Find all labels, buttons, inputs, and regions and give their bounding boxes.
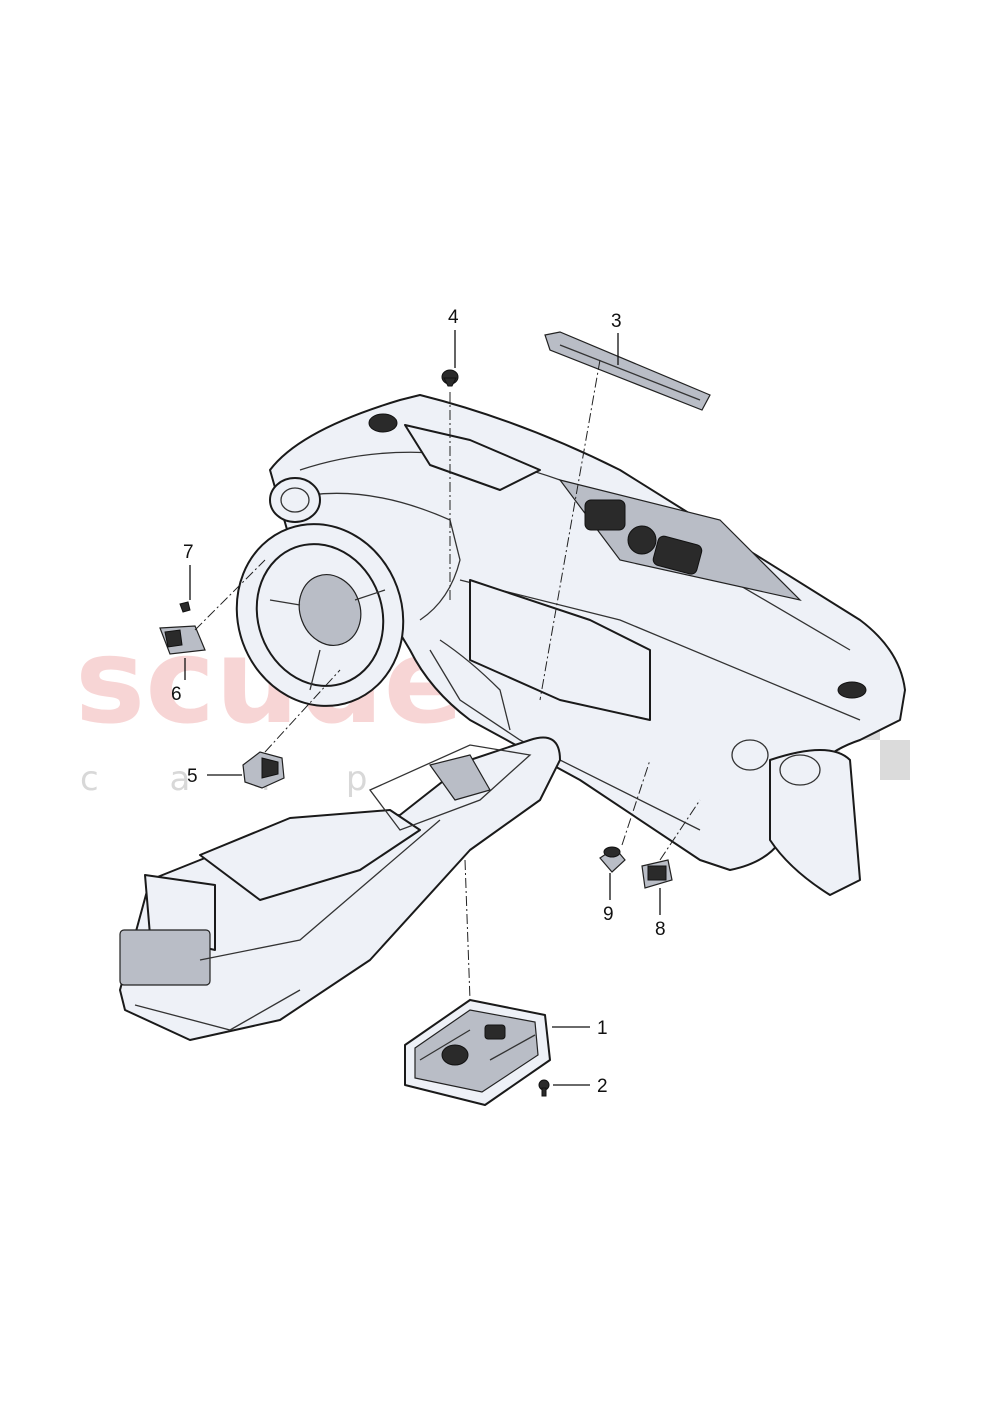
callout-1: 1 [597,1018,608,1039]
callout-9: 9 [603,904,614,925]
callout-7: 7 [183,542,194,563]
steering-wheel [235,477,405,707]
callout-2: 2 [597,1076,608,1097]
part-2-screw [538,1079,550,1097]
part-5-switch [242,751,285,789]
part-8-switch [641,859,673,889]
part-7-screw [179,601,191,613]
callout-8: 8 [655,919,666,940]
dashboard-assembly [269,394,906,896]
part-1-control-panel [404,999,551,1106]
part-4-sensor [441,369,459,387]
leader-lines [184,330,701,1086]
callout-3: 3 [611,311,622,332]
callout-6: 6 [171,684,182,705]
part-6-bracket [159,625,206,655]
part-3-vent-strip [544,331,711,411]
callout-labels: 4 3 7 6 5 9 8 1 2 [171,307,666,1097]
part-9-sensor [599,846,626,873]
callout-4: 4 [448,307,459,328]
center-console [119,736,561,1041]
callout-5: 5 [187,766,198,787]
